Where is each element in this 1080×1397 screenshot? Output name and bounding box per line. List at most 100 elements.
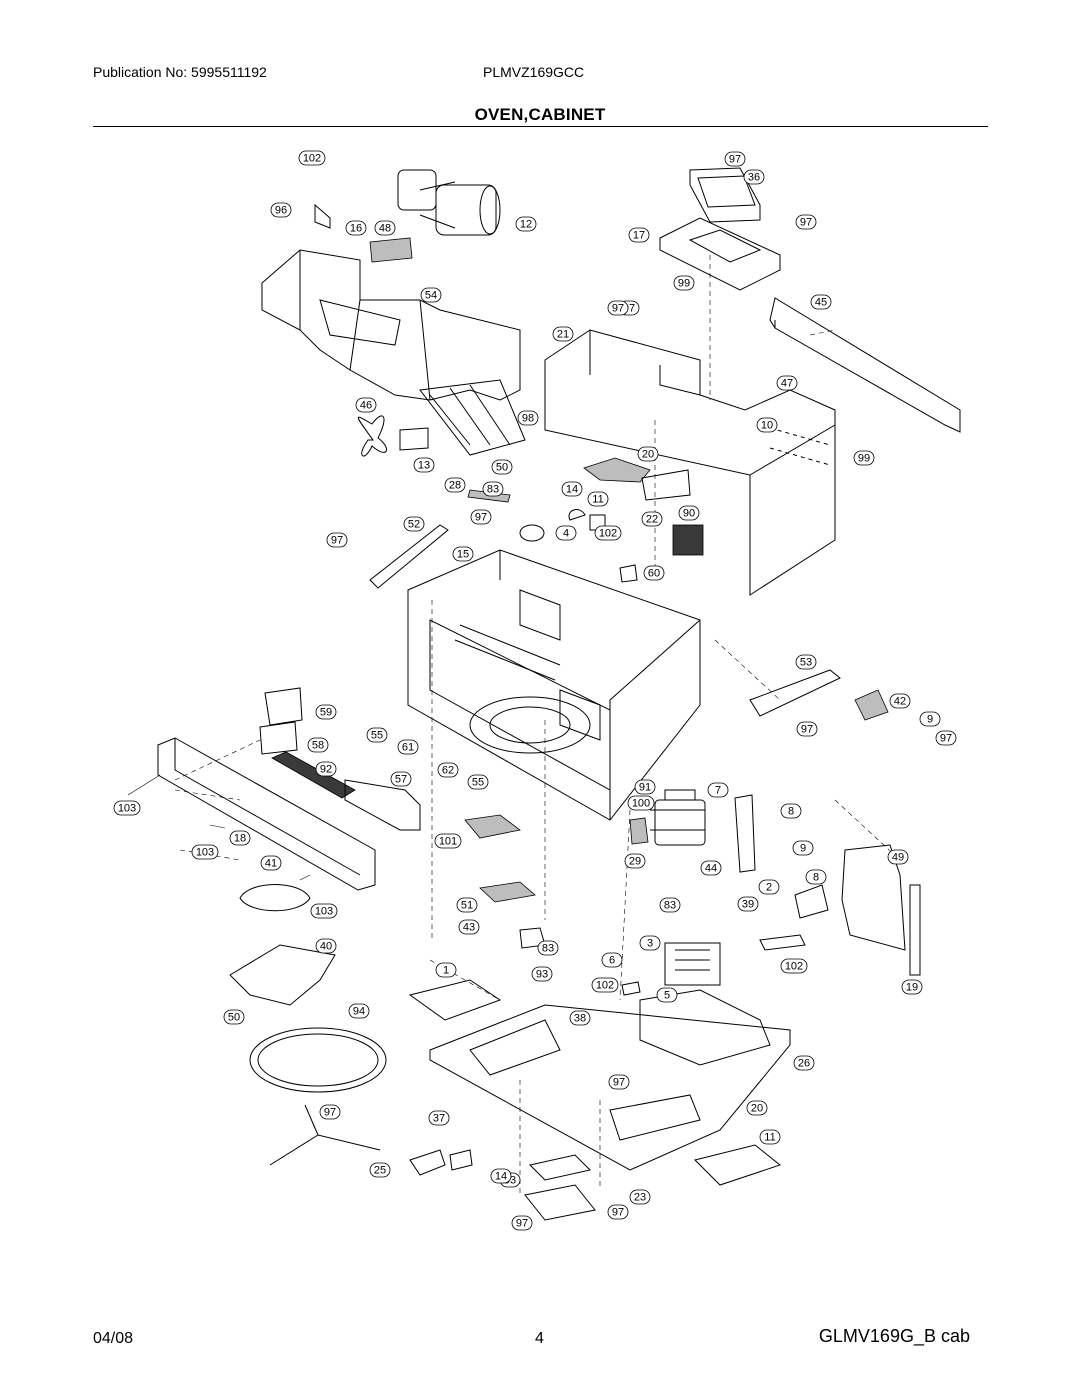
- callout-99: 99: [853, 450, 875, 466]
- callout-103: 103: [113, 800, 141, 816]
- latch-hook-upper: [264, 687, 303, 726]
- callout-25: 25: [369, 1162, 391, 1178]
- callout-8: 8: [805, 869, 827, 885]
- grille-frame: [344, 779, 421, 831]
- callout-50: 50: [491, 459, 513, 475]
- callout-label: 3: [647, 938, 653, 950]
- magnetron: [650, 789, 706, 846]
- callout-40: 40: [315, 938, 337, 954]
- callout-97: 97: [724, 151, 746, 167]
- callout-label: 60: [648, 568, 660, 580]
- callout-label: 53: [800, 657, 812, 669]
- callout-28: 28: [444, 477, 466, 493]
- callout-51: 51: [456, 897, 478, 913]
- callout-97: 97: [319, 1104, 341, 1120]
- callout-label: 1: [443, 965, 449, 977]
- callout-9: 9: [919, 711, 941, 727]
- callout-label: 45: [815, 297, 827, 309]
- pad-29: [629, 817, 649, 845]
- callout-label: 55: [371, 730, 383, 742]
- callout-29: 29: [624, 853, 646, 869]
- title-rule: [93, 126, 988, 127]
- callout-62: 62: [437, 762, 459, 778]
- callout-label: 17: [633, 230, 645, 242]
- callout-label: 14: [495, 1171, 507, 1183]
- callout-label: 41: [265, 858, 277, 870]
- callout-label: 83: [487, 484, 499, 496]
- label-42: [854, 689, 889, 721]
- model-number: PLMVZ169GCC: [483, 64, 585, 80]
- callout-11: 11: [587, 491, 609, 507]
- callout-97: 97: [795, 214, 817, 230]
- callout-83: 83: [482, 481, 504, 497]
- callout-19: 19: [901, 979, 923, 995]
- callout-13: 13: [413, 457, 435, 473]
- fan-duct-assembly: [261, 203, 521, 401]
- callout-8: 8: [780, 803, 802, 819]
- callout-label: 23: [634, 1192, 646, 1204]
- callout-label: 90: [683, 508, 695, 520]
- callout-label: 97: [613, 1077, 625, 1089]
- callout-label: 61: [402, 742, 414, 754]
- callout-label: 43: [463, 922, 475, 934]
- page-title: OVEN,CABINET: [474, 105, 606, 124]
- callout-label: 98: [522, 413, 534, 425]
- callout-44: 44: [700, 860, 722, 876]
- diode: [759, 934, 806, 951]
- callout-22: 22: [641, 511, 663, 527]
- callout-37: 37: [428, 1110, 450, 1126]
- callout-61: 61: [397, 739, 419, 755]
- callout-58: 58: [307, 737, 329, 753]
- bracket-53: [749, 669, 841, 717]
- callout-93: 93: [531, 966, 553, 982]
- callout-label: 20: [751, 1103, 763, 1115]
- callout-label: 94: [353, 1006, 365, 1018]
- door-filter: [271, 751, 356, 799]
- callout-label: 97: [331, 535, 343, 547]
- callout-57: 57: [390, 771, 412, 787]
- switch-60: [619, 564, 638, 583]
- callout-label: 83: [664, 900, 676, 912]
- callout-label: 16: [350, 223, 362, 235]
- callout-47: 47: [776, 375, 798, 391]
- callout-100: 100: [627, 795, 655, 811]
- callout-label: 46: [360, 400, 372, 412]
- callout-92: 92: [315, 761, 337, 777]
- callout-label: 10: [761, 420, 773, 432]
- callout-label: 97: [612, 303, 624, 315]
- glass-tray: [249, 1027, 387, 1093]
- callout-label: 42: [894, 696, 906, 708]
- blower-motor: [397, 169, 501, 236]
- callout-55: 55: [467, 774, 489, 790]
- callout-103: 103: [191, 844, 219, 860]
- callout-label: 40: [320, 941, 332, 953]
- base-plate: [429, 989, 791, 1171]
- callout-label: 62: [442, 765, 454, 777]
- callout-label: 96: [275, 205, 287, 217]
- callout-label: 11: [764, 1132, 775, 1144]
- callout-49: 49: [887, 849, 909, 865]
- callout-14: 14: [561, 481, 583, 497]
- callout-99: 99: [673, 275, 695, 291]
- callout-90: 90: [678, 505, 700, 521]
- transformer: [664, 942, 721, 986]
- callout-label: 44: [705, 863, 717, 875]
- callout-1: 1: [435, 962, 457, 978]
- callout-label: 97: [940, 733, 952, 745]
- callout-48: 48: [374, 220, 396, 236]
- callout-label: 54: [425, 290, 437, 302]
- callout-97: 97: [607, 300, 629, 316]
- callout-label: 20: [642, 449, 654, 461]
- callout-83: 83: [537, 940, 559, 956]
- callout-label: 51: [461, 900, 473, 912]
- callout-59: 59: [315, 704, 337, 720]
- callout-label: 97: [612, 1207, 624, 1219]
- callout-label: 36: [748, 172, 760, 184]
- callout-label: 100: [632, 798, 650, 810]
- callout-label: 18: [234, 833, 246, 845]
- callout-12: 12: [515, 216, 537, 232]
- callout-label: 102: [596, 980, 614, 992]
- top-plate: [659, 217, 781, 291]
- callout-label: 19: [906, 982, 918, 994]
- callout-label: 22: [646, 514, 658, 526]
